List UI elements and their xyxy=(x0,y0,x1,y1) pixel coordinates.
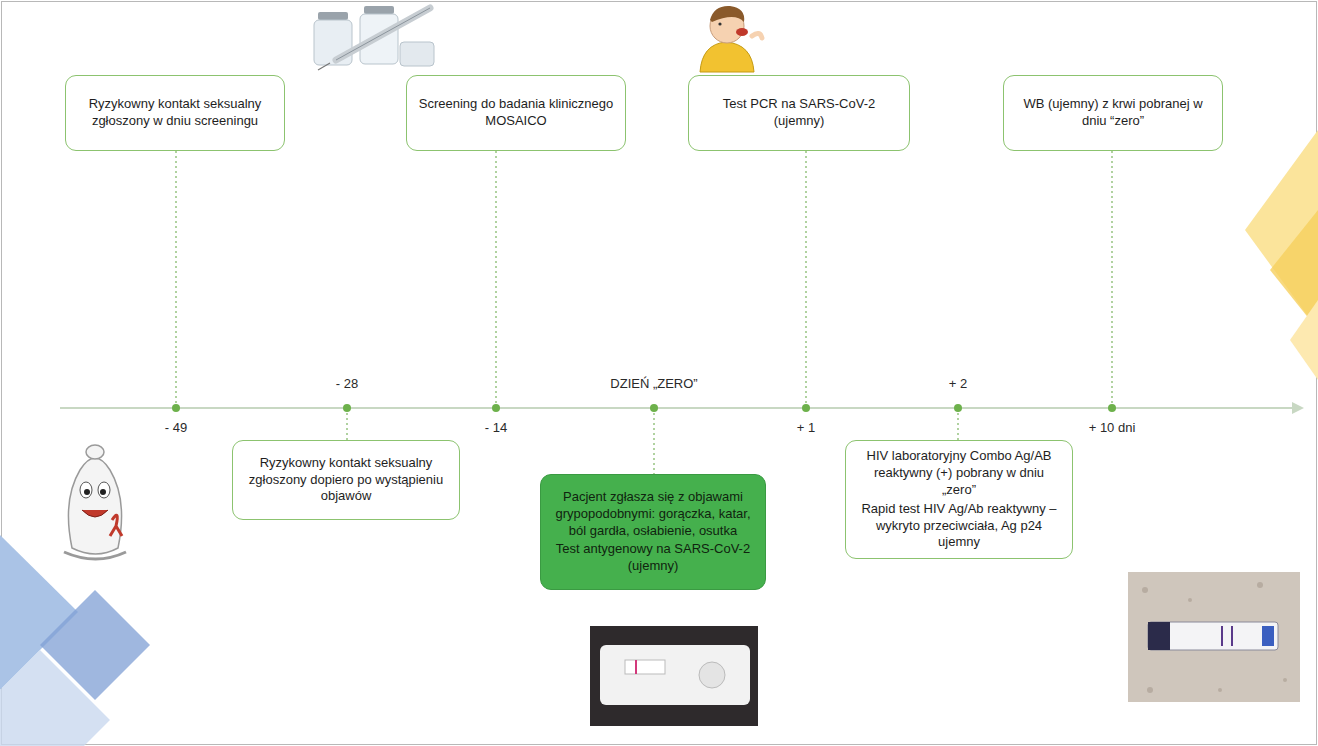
box-text: WB (ujemny) z krwi pobranej w dniu “zero… xyxy=(1014,96,1212,130)
antigen-test-photo xyxy=(590,626,758,726)
timeline-label: + 1 xyxy=(794,420,818,437)
timeline-label: DZIEŃ „ZERO” xyxy=(607,376,700,393)
timeline-label: - 49 xyxy=(162,420,190,437)
box-text: Test PCR na SARS-CoV-2 (ujemny) xyxy=(699,96,899,130)
timeline-label: + 10 dni xyxy=(1086,420,1139,437)
corner-shape xyxy=(1245,130,1318,330)
box-text: Ryzykowny kontakt seksualny zgłoszony do… xyxy=(243,455,449,506)
box-text: HIV laboratoryjny Combo Ag/AB reaktywny … xyxy=(856,448,1062,499)
corner-shape xyxy=(0,650,110,746)
event-box: WB (ujemny) z krwi pobranej w dniu “zero… xyxy=(1003,75,1223,151)
timeline-label: - 28 xyxy=(333,376,361,393)
event-box: Test PCR na SARS-CoV-2 (ujemny) xyxy=(688,75,910,151)
event-box: Ryzykowny kontakt seksualny zgłoszony w … xyxy=(65,75,285,151)
timeline-dots xyxy=(172,404,1116,412)
leader-line xyxy=(1111,151,1112,403)
event-box: HIV laboratoryjny Combo Ag/AB reaktywny … xyxy=(845,440,1073,559)
timeline-label: + 2 xyxy=(946,376,970,393)
leader-line xyxy=(653,413,654,474)
event-box: Screening do badania klinicznego MOSAICO xyxy=(406,75,626,151)
highlight-box: Pacjent zgłasza się z objawami grypopodo… xyxy=(540,474,766,590)
box-text: Pacjent zgłasza się z objawami grypopodo… xyxy=(551,489,755,540)
box-text: Rapid test HIV Ag/Ab reaktywny – wykryto… xyxy=(856,501,1062,552)
coughing-boy-illustration xyxy=(700,6,762,72)
vials-illustration xyxy=(314,6,434,70)
leader-line xyxy=(805,151,806,403)
leader-line xyxy=(346,413,347,440)
leader-line xyxy=(957,413,958,440)
event-box: Ryzykowny kontakt seksualny zgłoszony do… xyxy=(232,440,460,520)
box-text: Ryzykowny kontakt seksualny zgłoszony w … xyxy=(76,96,274,130)
timeline-label: - 14 xyxy=(482,420,510,437)
rapid-test-photo xyxy=(1128,572,1300,702)
condom-mascot-illustration xyxy=(64,445,126,559)
leader-line xyxy=(175,151,176,403)
timeline-axis xyxy=(60,407,1292,409)
box-text: Test antygenowy na SARS-CoV-2 (ujemny) xyxy=(551,541,755,575)
leader-line xyxy=(495,151,496,403)
corner-shape xyxy=(1290,300,1318,380)
timeline-arrowhead xyxy=(1292,402,1304,414)
box-text: Screening do badania klinicznego MOSAICO xyxy=(417,96,615,130)
